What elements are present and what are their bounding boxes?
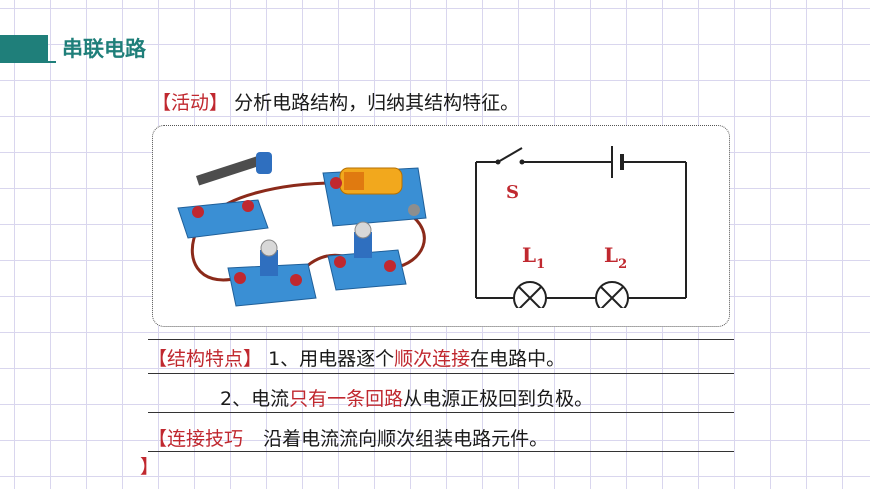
activity-line: 【活动】 分析电路结构，归纳其结构特征。: [152, 88, 519, 115]
svg-text:L2: L2: [604, 243, 627, 272]
tips-tag: 【连接技巧: [148, 428, 244, 450]
feature1-prefix: 1、用电器逐个: [268, 348, 395, 370]
switch-label: S: [506, 182, 519, 203]
section-title: 串联电路: [62, 37, 146, 61]
tips-closing-bracket: 】: [140, 456, 160, 478]
circuit-schematic: S L1 L2: [475, 146, 687, 308]
rule-1: [148, 373, 734, 374]
lamp1-label: L: [522, 243, 536, 267]
feature2-prefix: 2、电流: [220, 388, 290, 410]
lamp1-subscript: 1: [536, 257, 545, 272]
feature2-suffix: 从电源正极回到负极。: [403, 388, 594, 410]
feature1-suffix: 在电路中。: [470, 348, 566, 370]
section-bar: [0, 35, 48, 61]
rule-2: [148, 412, 734, 413]
feature-line-1: 【结构特点】 1、用电器逐个顺次连接在电路中。: [148, 344, 565, 371]
physical-circuit-image: [177, 152, 427, 307]
features-tag: 【结构特点】: [148, 348, 263, 370]
feature-line-2: 2、电流只有一条回路从电源正极回到负极。: [220, 384, 593, 411]
svg-text:L1: L1: [522, 243, 545, 272]
rule-top: [148, 339, 734, 340]
rule-3: [148, 451, 734, 452]
lamp2-label: L: [604, 243, 618, 267]
feature2-highlight: 只有一条回路: [289, 388, 404, 410]
tips-line: 【连接技巧 沿着电流流向顺次组装电路元件。: [148, 424, 548, 451]
activity-tag: 【活动】: [152, 92, 229, 114]
lamp2-subscript: 2: [618, 257, 627, 272]
tips-text: 沿着电流流向顺次组装电路元件。: [263, 428, 549, 450]
feature1-highlight: 顺次连接: [394, 348, 471, 370]
section-underline: [0, 61, 56, 63]
activity-text: 分析电路结构，归纳其结构特征。: [234, 92, 520, 114]
